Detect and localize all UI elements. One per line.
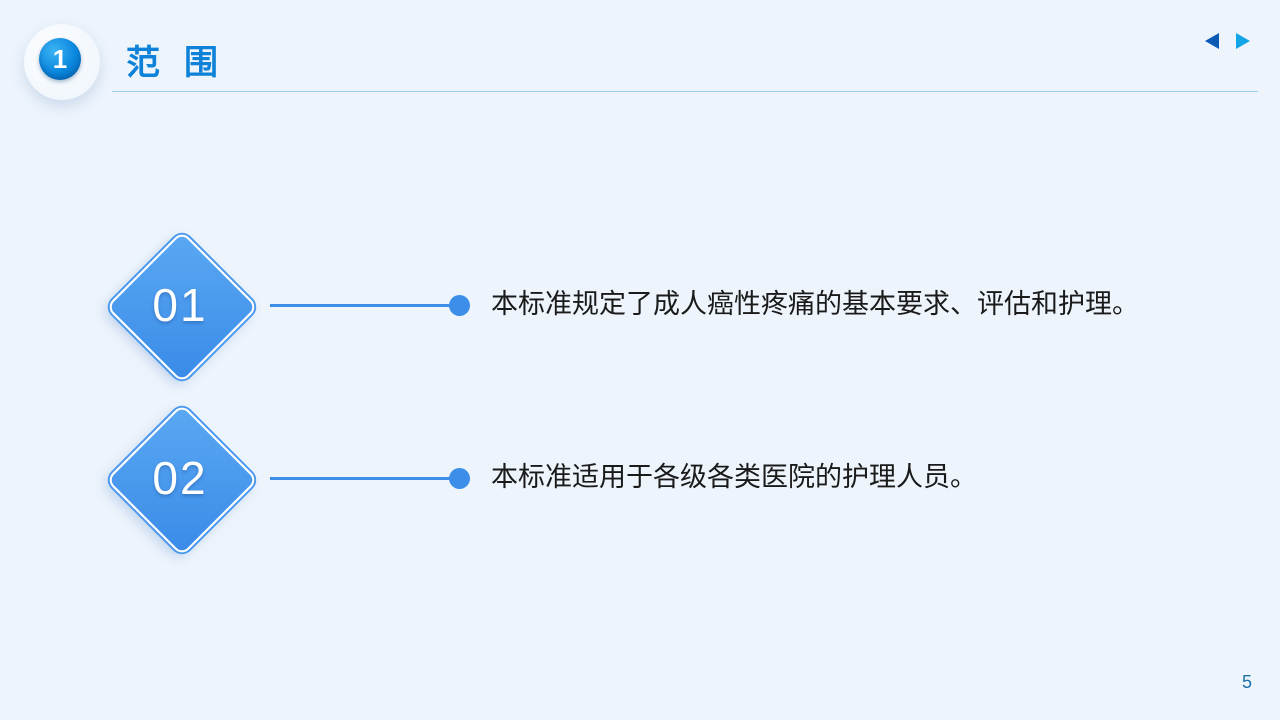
- list-item: 02 本标准适用于各级各类医院的护理人员。: [0, 398, 1280, 558]
- triangle-right-icon[interactable]: [1236, 33, 1250, 49]
- item-text: 本标准适用于各级各类医院的护理人员。: [491, 462, 977, 493]
- item-number: 01: [152, 279, 208, 331]
- list-item: 01 本标准规定了成人癌性疼痛的基本要求、评估和护理。: [0, 225, 1280, 385]
- connector-line: [270, 304, 456, 307]
- section-title: 范围: [126, 43, 242, 83]
- section-badge: 1: [39, 38, 81, 80]
- connector-dot: [449, 295, 470, 316]
- item-text: 本标准规定了成人癌性疼痛的基本要求、评估和护理。: [491, 289, 1139, 320]
- header-divider: [112, 91, 1258, 92]
- connector-line: [270, 477, 456, 480]
- section-number: 1: [52, 43, 68, 74]
- connector-dot: [449, 468, 470, 489]
- item-number: 02: [152, 452, 208, 504]
- page-number: 5: [1241, 672, 1252, 692]
- item-marker: 01: [100, 225, 260, 385]
- item-marker: 02: [100, 398, 260, 558]
- triangle-left-icon[interactable]: [1205, 33, 1219, 49]
